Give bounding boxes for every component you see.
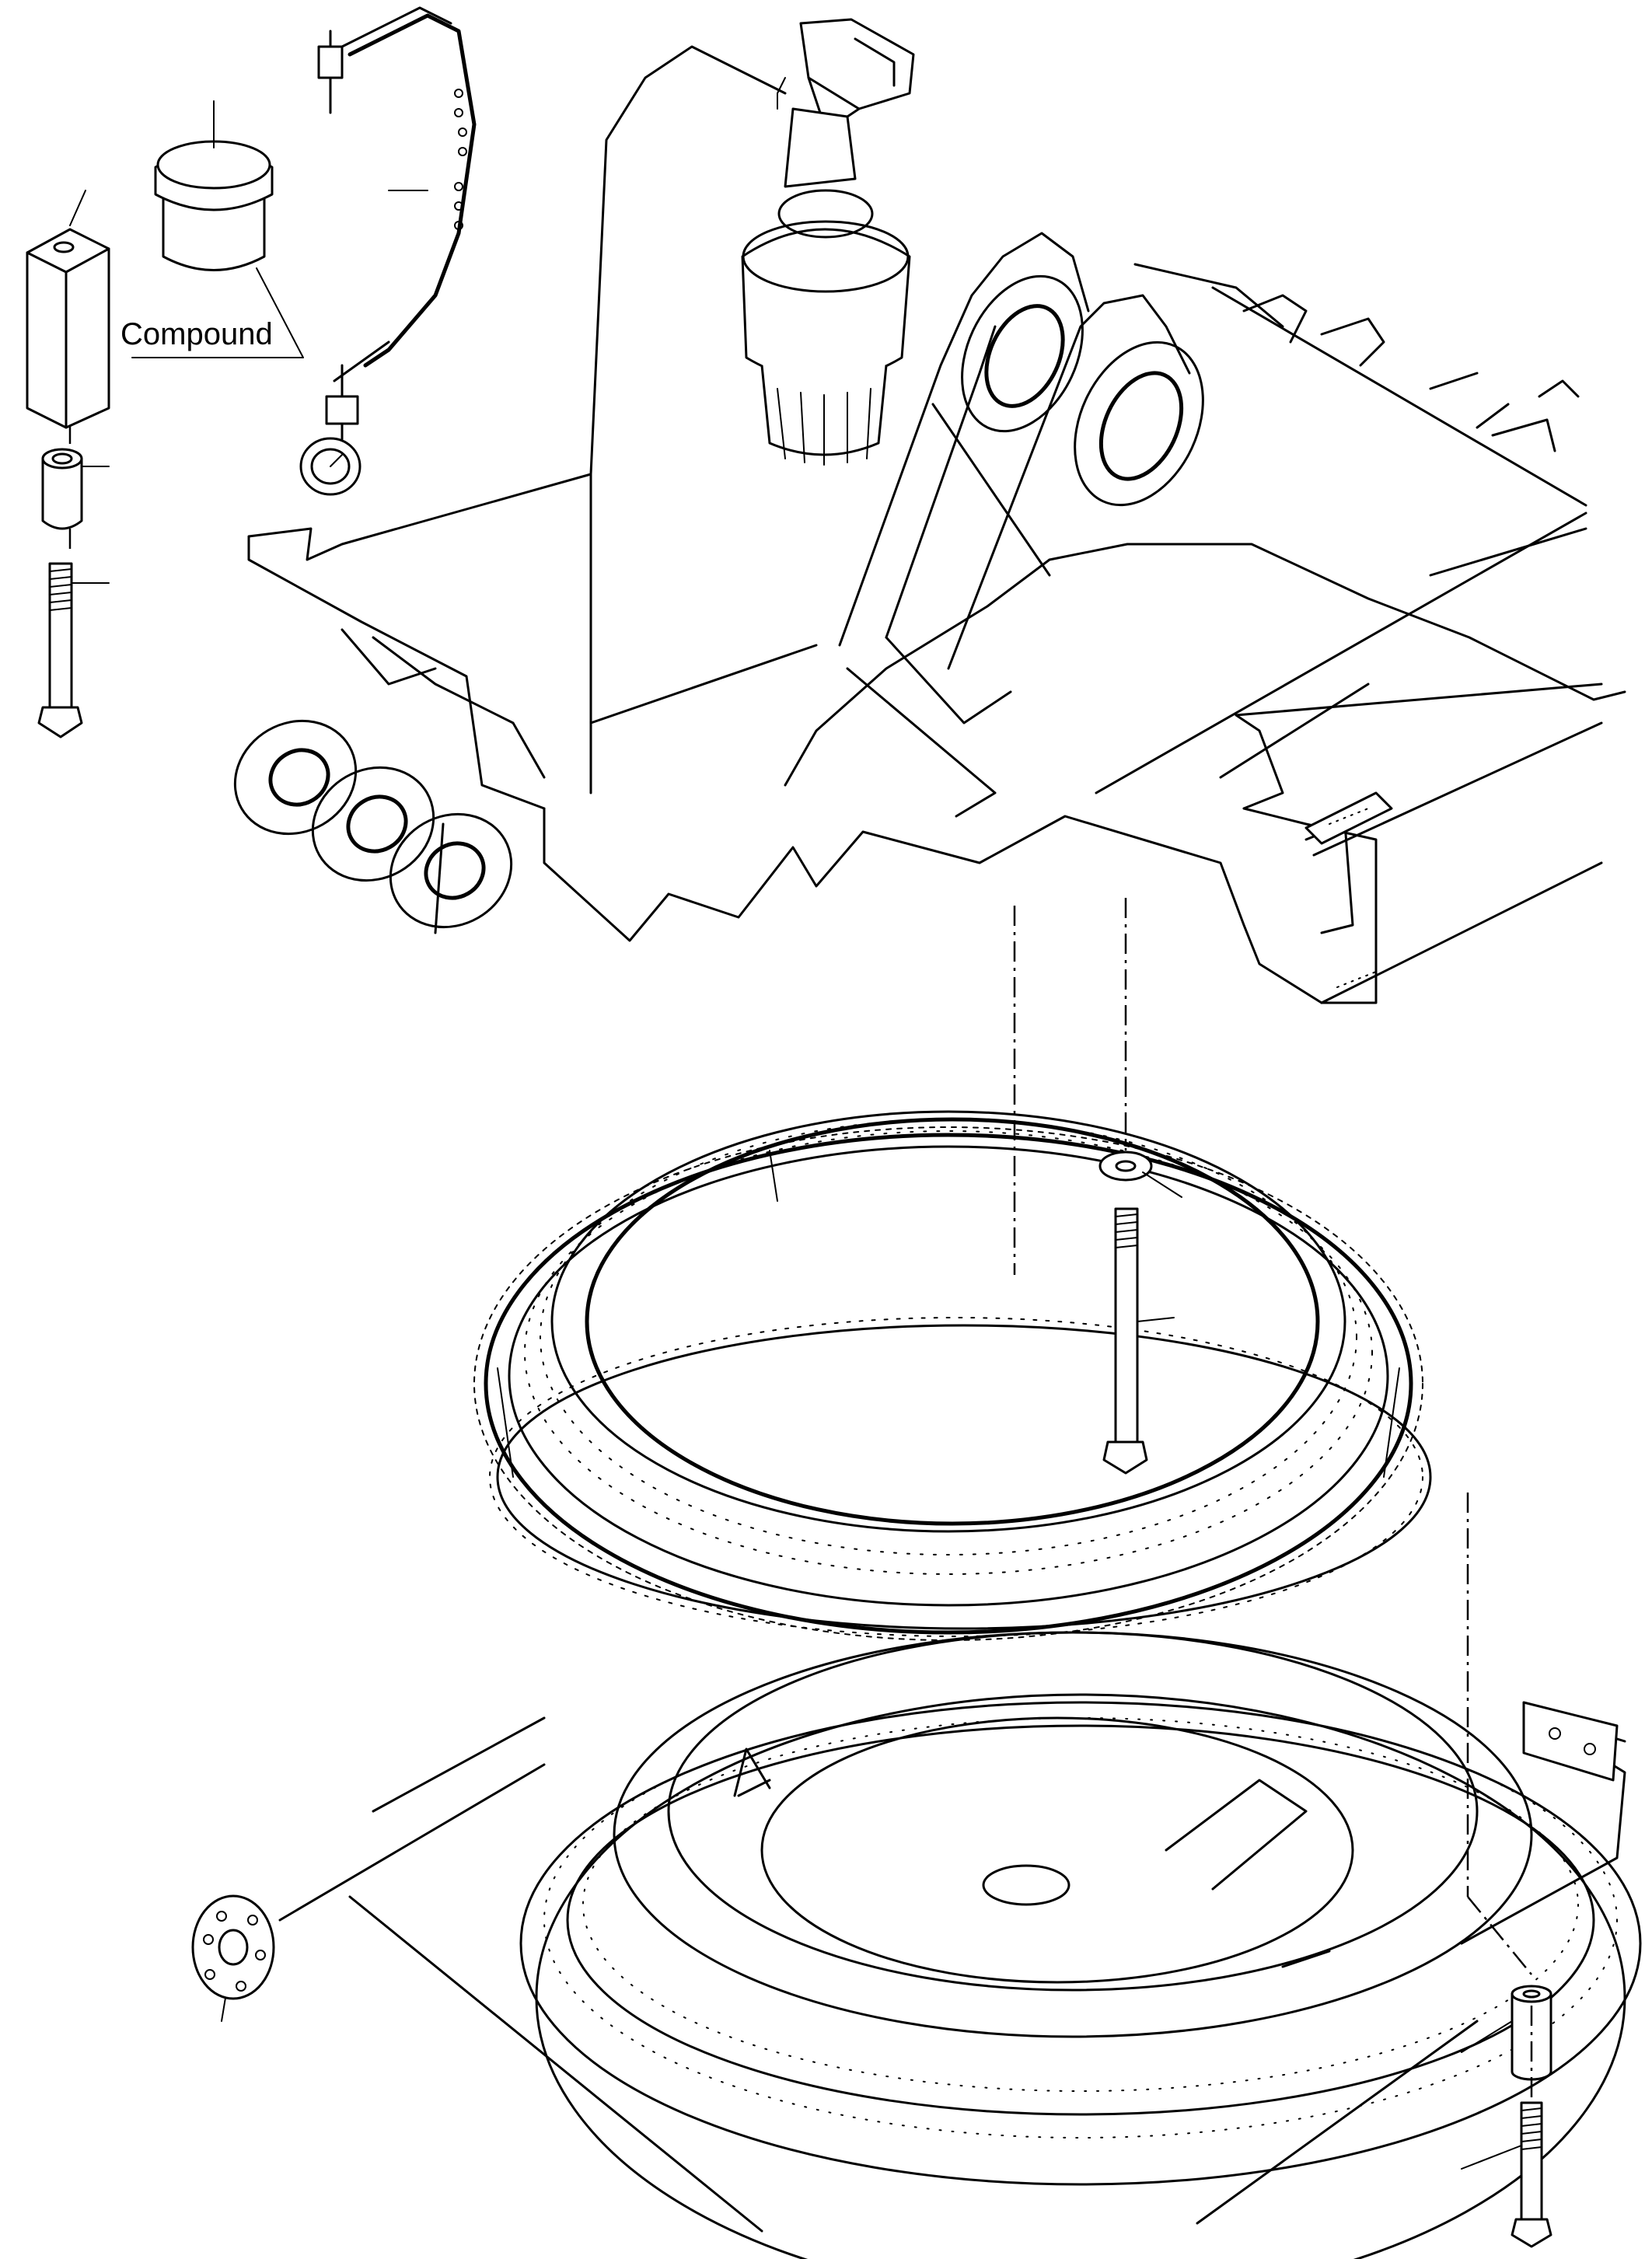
undercarriage-frame	[191, 1631, 1642, 2259]
upper-frame	[233, 45, 1626, 1004]
ring-mounting-bolt	[1102, 1207, 1175, 1475]
square-drift-tool	[26, 190, 110, 429]
compound-label: Compound	[120, 317, 273, 351]
swing-motor-gearbox	[741, 18, 915, 466]
center-lines	[68, 424, 1533, 2099]
lower-spacer-sleeve	[1461, 1985, 1552, 2081]
ring-washer	[1098, 1150, 1182, 1198]
compound-container	[131, 100, 304, 358]
lower-mounting-bolt	[1461, 2101, 1552, 2248]
slewing-ring-bearing	[473, 1110, 1432, 1641]
spacer-sleeve	[41, 448, 110, 530]
dial-gauge-bracket	[299, 6, 477, 496]
hex-bolt	[37, 562, 110, 738]
